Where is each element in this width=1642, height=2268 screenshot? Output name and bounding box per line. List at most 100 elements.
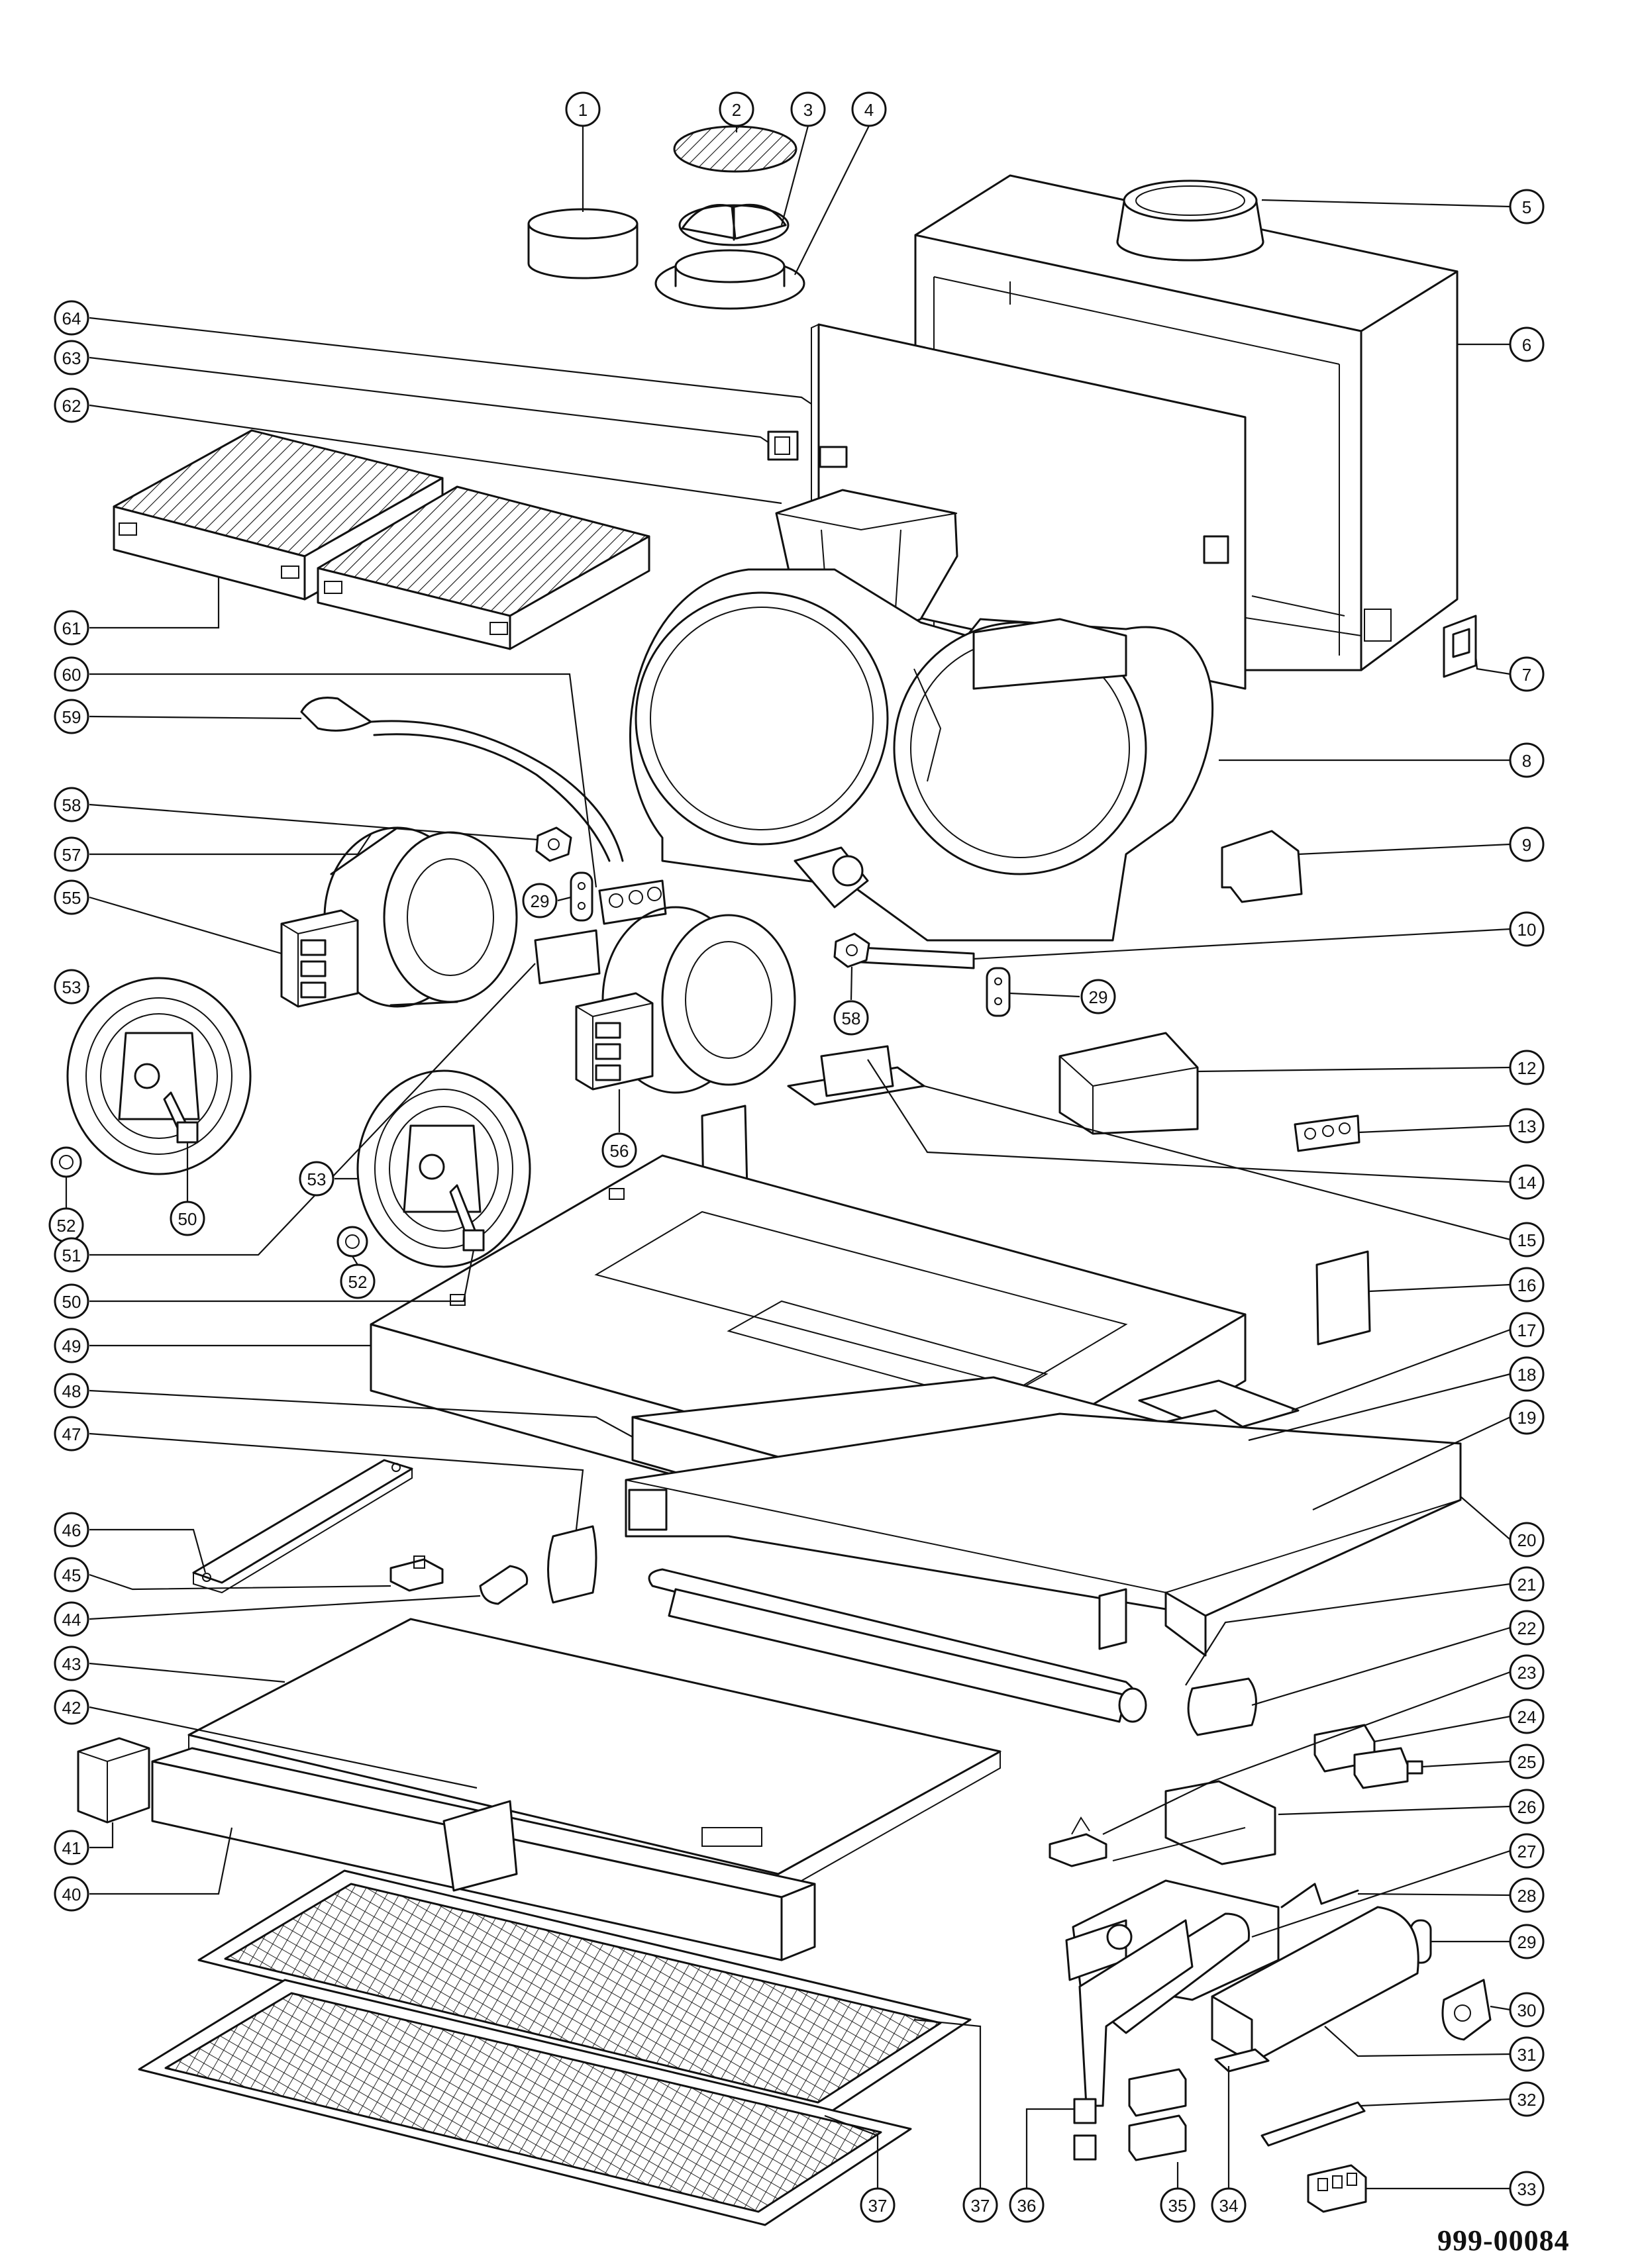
callout-circle	[54, 340, 89, 375]
part-light-tube	[648, 1568, 1147, 1723]
callout-60: 60	[54, 656, 89, 692]
callout-circle	[54, 969, 89, 1005]
callout-circle	[1509, 1312, 1545, 1348]
callout-53: 53	[54, 969, 89, 1005]
callout-48: 48	[54, 1373, 89, 1408]
part-bearing-2	[336, 1226, 368, 1257]
callout-circle	[54, 1416, 89, 1452]
callout-number: 41	[62, 1838, 81, 1858]
part-top-collar	[1116, 179, 1264, 262]
callout-number: 48	[62, 1381, 81, 1401]
callout-circle	[1160, 2187, 1196, 2223]
part-bearing	[50, 1146, 82, 1178]
callout-28: 28	[1509, 1877, 1545, 1913]
callout-30: 30	[1509, 1992, 1545, 2028]
callout-number: 32	[1517, 2090, 1537, 2110]
part-carbon-filters	[113, 429, 650, 650]
callout-circle	[1080, 979, 1116, 1014]
callout-number: 14	[1517, 1173, 1537, 1193]
callout-17: 17	[1509, 1312, 1545, 1348]
part-fan-impeller-2	[356, 1069, 531, 1268]
callout-36: 36	[1009, 2187, 1045, 2223]
callout-circle	[601, 1132, 637, 1168]
callout-14: 14	[1509, 1164, 1545, 1200]
callout-number: 28	[1517, 1886, 1537, 1906]
callout-circle	[833, 1000, 869, 1036]
callout-circle	[54, 879, 89, 915]
callout-10: 10	[1509, 911, 1545, 947]
callout-circle	[54, 1237, 89, 1273]
callout-circle	[54, 387, 89, 423]
callout-circle	[1509, 326, 1545, 362]
part-flange-collar	[654, 249, 805, 310]
callout-33: 33	[1509, 2171, 1545, 2206]
part-fan-impeller	[66, 977, 252, 1175]
callout-56: 56	[601, 1132, 637, 1168]
part-end-cap	[1187, 1677, 1257, 1736]
part-spacer	[570, 871, 593, 922]
callout-circle	[1509, 1222, 1545, 1257]
callout-circle	[54, 787, 89, 822]
callout-circle	[1509, 1789, 1545, 1824]
callout-number: 34	[1219, 2196, 1239, 2216]
callout-22: 22	[1509, 1610, 1545, 1646]
part-lower-skin	[625, 1412, 1462, 1657]
callout-circle	[1509, 1877, 1545, 1913]
callout-31: 31	[1509, 2036, 1545, 2072]
callout-circle	[851, 91, 887, 127]
part-rocker-switch	[1443, 615, 1477, 678]
callout-58: 58	[833, 1000, 869, 1036]
callout-circle	[1509, 1108, 1545, 1144]
callout-13: 13	[1509, 1108, 1545, 1144]
callout-62: 62	[54, 387, 89, 423]
callout-circle	[54, 1328, 89, 1363]
callout-29: 29	[1509, 1924, 1545, 1959]
part-clip-small	[1049, 1816, 1107, 1867]
callout-number: 50	[62, 1292, 81, 1312]
callout-42: 42	[54, 1689, 89, 1725]
callout-35: 35	[1160, 2187, 1196, 2223]
callout-number: 35	[1168, 2196, 1188, 2216]
part-drawings	[50, 125, 1492, 2226]
callout-circle	[790, 91, 826, 127]
callout-37: 37	[860, 2187, 896, 2223]
callout-circle	[719, 91, 754, 127]
callout-circle	[54, 1373, 89, 1408]
part-grease-filters	[138, 1869, 972, 2226]
callout-7: 7	[1509, 656, 1545, 692]
callout-circle	[170, 1201, 205, 1236]
callout-41: 41	[54, 1830, 89, 1865]
callout-number: 53	[62, 977, 81, 997]
callout-circle	[1509, 656, 1545, 692]
callout-number: 29	[531, 891, 550, 911]
callout-circle	[54, 699, 89, 734]
callout-63: 63	[54, 340, 89, 375]
callout-number: 22	[1517, 1618, 1537, 1638]
callout-34: 34	[1211, 2187, 1247, 2223]
callout-61: 61	[54, 610, 89, 646]
callout-number: 5	[1522, 197, 1531, 217]
callout-circle	[565, 91, 601, 127]
callout-58: 58	[54, 787, 89, 822]
callout-number: 31	[1517, 2045, 1537, 2065]
callout-circle	[1509, 1744, 1545, 1779]
callout-number: 43	[62, 1654, 81, 1674]
callout-circle	[1509, 1566, 1545, 1602]
callout-51: 51	[54, 1237, 89, 1273]
callout-15: 15	[1509, 1222, 1545, 1257]
callout-circle	[1509, 189, 1545, 224]
callout-number: 19	[1517, 1408, 1537, 1428]
callout-number: 37	[971, 2196, 990, 2216]
callout-circle	[1509, 1833, 1545, 1869]
part-switch-blocks	[1128, 2068, 1187, 2161]
callout-number: 36	[1017, 2196, 1037, 2216]
callout-circle	[1509, 1356, 1545, 1392]
part-wedge-block	[1058, 1032, 1199, 1135]
callout-20: 20	[1509, 1522, 1545, 1557]
part-power-cord	[300, 697, 624, 862]
part-front-bar	[151, 1747, 816, 1961]
callout-number: 64	[62, 309, 81, 328]
callout-55: 55	[54, 879, 89, 915]
callout-circle	[860, 2187, 896, 2223]
